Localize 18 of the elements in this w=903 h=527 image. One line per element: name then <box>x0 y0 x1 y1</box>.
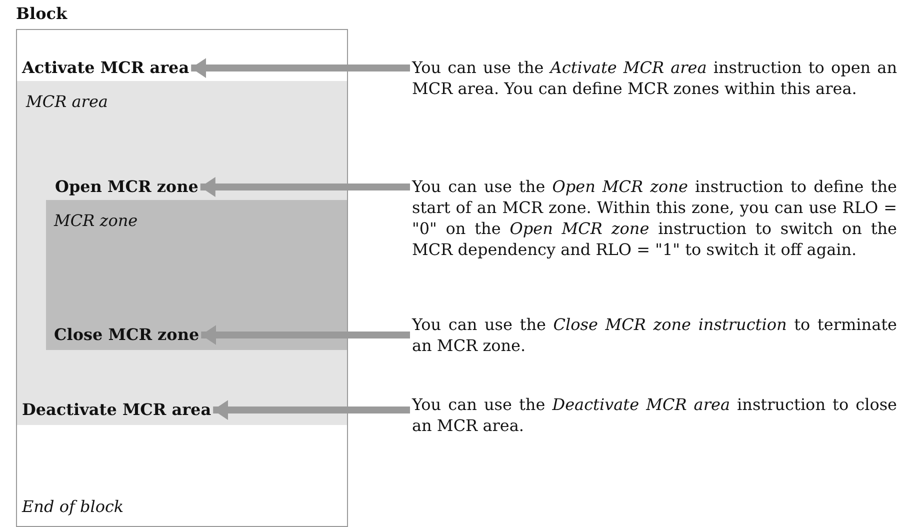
block-heading: Block <box>16 4 68 24</box>
arrow <box>213 400 410 420</box>
description-text: You can use the Activate MCR area instruction to open an MCR area. You can define MCR zones within this area. <box>412 57 897 99</box>
region-band <box>17 81 347 425</box>
region-label: MCR zone <box>54 210 138 232</box>
description-text: You can use the Open MCR zone instruction to define the start of an MCR zone. Within this zone, you can use RLO = "0" on the Open MCR zone instruction to switch on the MCR dependency and RLO = "1" to switch it off again. <box>412 176 897 260</box>
instruction-label: Activate MCR area <box>22 57 190 79</box>
description-text: You can use the Deactivate MCR area instruction to close an MCR area. <box>412 394 897 436</box>
arrow <box>200 177 410 197</box>
arrow <box>201 325 410 345</box>
instruction-label: Open MCR zone <box>55 176 198 198</box>
instruction-label: Close MCR zone <box>54 324 200 346</box>
description-text: You can use the Close MCR zone instruction to terminate an MCR zone. <box>412 314 897 356</box>
block-end-label: End of block <box>22 496 124 518</box>
region-label: MCR area <box>26 91 108 113</box>
region-band <box>46 200 347 350</box>
arrow <box>191 58 410 78</box>
instruction-label: Deactivate MCR area <box>22 399 212 421</box>
